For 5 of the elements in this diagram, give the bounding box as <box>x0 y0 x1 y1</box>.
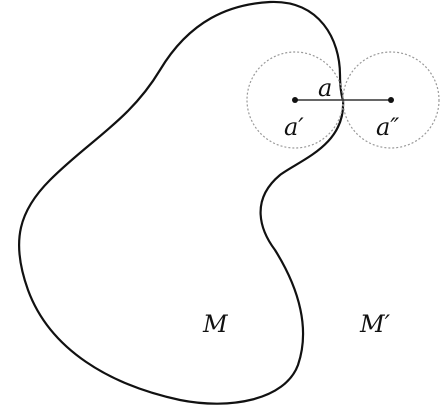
math-label: M′ <box>360 312 390 336</box>
math-label: a″ <box>376 115 400 139</box>
math-label: a <box>318 76 332 100</box>
math-label: M <box>203 312 228 336</box>
math-label: a′ <box>284 115 304 139</box>
